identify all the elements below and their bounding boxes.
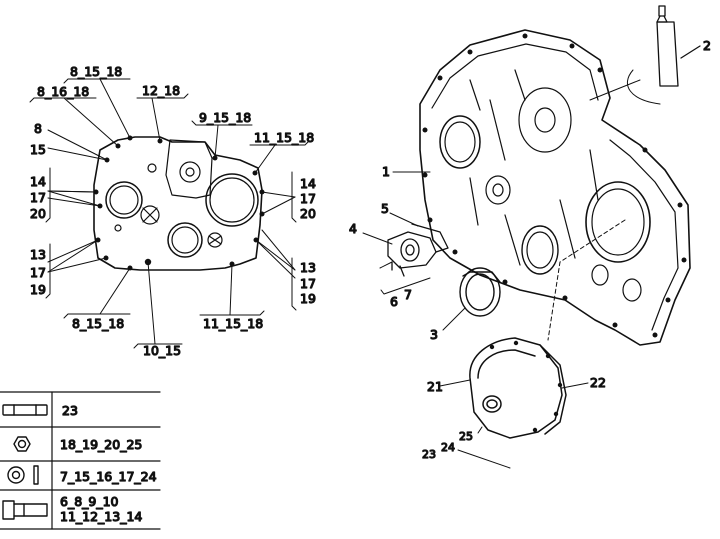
nut-icon xyxy=(13,436,31,452)
pump-assembly xyxy=(387,223,449,277)
legend-bolt-parts-line1: 6_8_9_10 xyxy=(60,494,119,509)
part-label-2: 2 xyxy=(703,38,711,53)
part-label-24: 24 xyxy=(441,441,455,454)
part-label-7: 7 xyxy=(404,287,412,302)
part-label-4: 4 xyxy=(349,221,357,236)
callout-12-18: 12_18 xyxy=(142,83,180,98)
callout-9-15-18: 9_15_18 xyxy=(199,110,251,125)
callout-11-15-18-top: 11_15_18 xyxy=(254,130,314,145)
callout-14-left: 14 xyxy=(30,174,46,189)
part-label-6: 6 xyxy=(390,294,398,309)
callout-13-left: 13 xyxy=(30,247,46,262)
part-label-22: 22 xyxy=(590,375,606,390)
seal-ring xyxy=(459,267,501,317)
bolt-icon xyxy=(2,500,48,520)
callout-8-15-18-bottom: 8_15_18 xyxy=(72,316,124,331)
legend-stud-parts: 23 xyxy=(62,403,78,418)
callout-17-right: 17 xyxy=(300,191,316,206)
callout-19-right: 19 xyxy=(300,291,316,306)
part-label-23: 23 xyxy=(422,448,436,461)
front-view-cover: 8_15_18 8_16_18 12_18 9_15_18 11_15_18 8… xyxy=(29,63,316,358)
washer-pin-icon xyxy=(7,465,39,485)
sealant-tube xyxy=(627,5,701,105)
fastener-legend-table: 23 18_19_20_25 7_15_16_17_24 6_8_9_10 11… xyxy=(0,391,161,530)
callout-17b-right: 17 xyxy=(300,276,316,291)
part-label-3: 3 xyxy=(430,327,438,342)
stud-icon xyxy=(2,404,48,416)
callout-10-15: 10_15 xyxy=(143,343,181,358)
part-label-5: 5 xyxy=(381,201,389,216)
part-label-1: 1 xyxy=(382,164,390,179)
legend-washer-pin-parts: 7_15_16_17_24 xyxy=(60,469,157,484)
callout-20-left: 20 xyxy=(30,206,46,221)
legend-nut-parts: 18_19_20_25 xyxy=(60,437,142,452)
part-label-21: 21 xyxy=(427,379,443,394)
callout-8-16-18: 8_16_18 xyxy=(37,84,89,99)
callout-17-left: 17 xyxy=(30,190,46,205)
callout-11-15-18-bottom: 11_15_18 xyxy=(203,316,263,331)
callout-13-right: 13 xyxy=(300,260,316,275)
timing-cover-housing xyxy=(419,29,691,346)
callout-19-left: 19 xyxy=(30,282,46,297)
callout-8-15-18-top: 8_15_18 xyxy=(70,64,122,79)
part-label-25: 25 xyxy=(459,430,473,443)
callout-20-right: 20 xyxy=(300,206,316,221)
legend-bolt-parts-line2: 11_12_13_14 xyxy=(60,509,142,524)
callout-14-right: 14 xyxy=(300,176,316,191)
exploded-view: 2 xyxy=(348,5,712,469)
callout-8: 8 xyxy=(34,121,42,136)
gear-cover xyxy=(469,337,567,439)
callout-15: 15 xyxy=(30,142,46,157)
callout-17b-left: 17 xyxy=(30,265,46,280)
